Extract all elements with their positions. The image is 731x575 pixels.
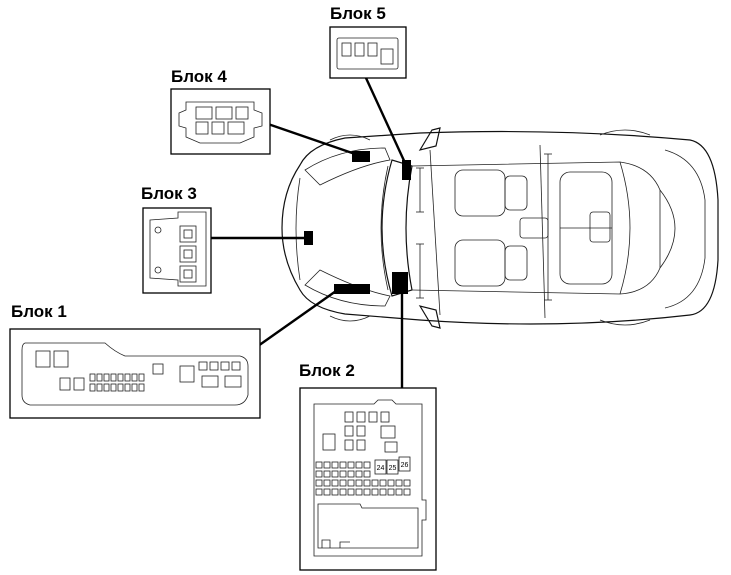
- block1-label: Блок 1: [11, 302, 67, 321]
- block3-location-marker: [304, 231, 313, 245]
- fuse-24-label: 24: [377, 465, 385, 472]
- car-outline: [281, 127, 719, 329]
- fuse-26: 26: [398, 456, 411, 472]
- block2-fuse-grid: [315, 461, 411, 496]
- block2-diagram: 24 25 26: [299, 387, 437, 571]
- block1-fuse-row-upper: [89, 373, 145, 382]
- block5-location-marker: [402, 160, 411, 180]
- block4-diagram: [170, 88, 271, 155]
- block3-label: Блок 3: [141, 184, 197, 203]
- block2-location-marker: [392, 272, 408, 294]
- fuse-25: 25: [386, 459, 399, 475]
- block1-location-marker: [334, 284, 370, 294]
- leader-lines: [210, 77, 408, 388]
- block1-diagram: [9, 328, 261, 419]
- block1-fuse-row-lower: [89, 383, 145, 392]
- block4-label: Блок 4: [171, 67, 227, 86]
- fuse-25-label: 25: [389, 465, 397, 472]
- fuse-block-location-markers: [304, 151, 411, 294]
- fuse-24: 24: [374, 459, 387, 475]
- block4-location-marker: [352, 151, 370, 162]
- block5-label: Блок 5: [330, 4, 386, 23]
- block4-leader: [267, 122, 359, 157]
- block1-leader: [257, 290, 337, 347]
- block3-diagram: [142, 207, 212, 294]
- fuse-26-label: 26: [401, 462, 409, 469]
- block5-diagram: [329, 26, 407, 79]
- block5-leader: [364, 77, 408, 166]
- block2-label: Блок 2: [299, 361, 355, 380]
